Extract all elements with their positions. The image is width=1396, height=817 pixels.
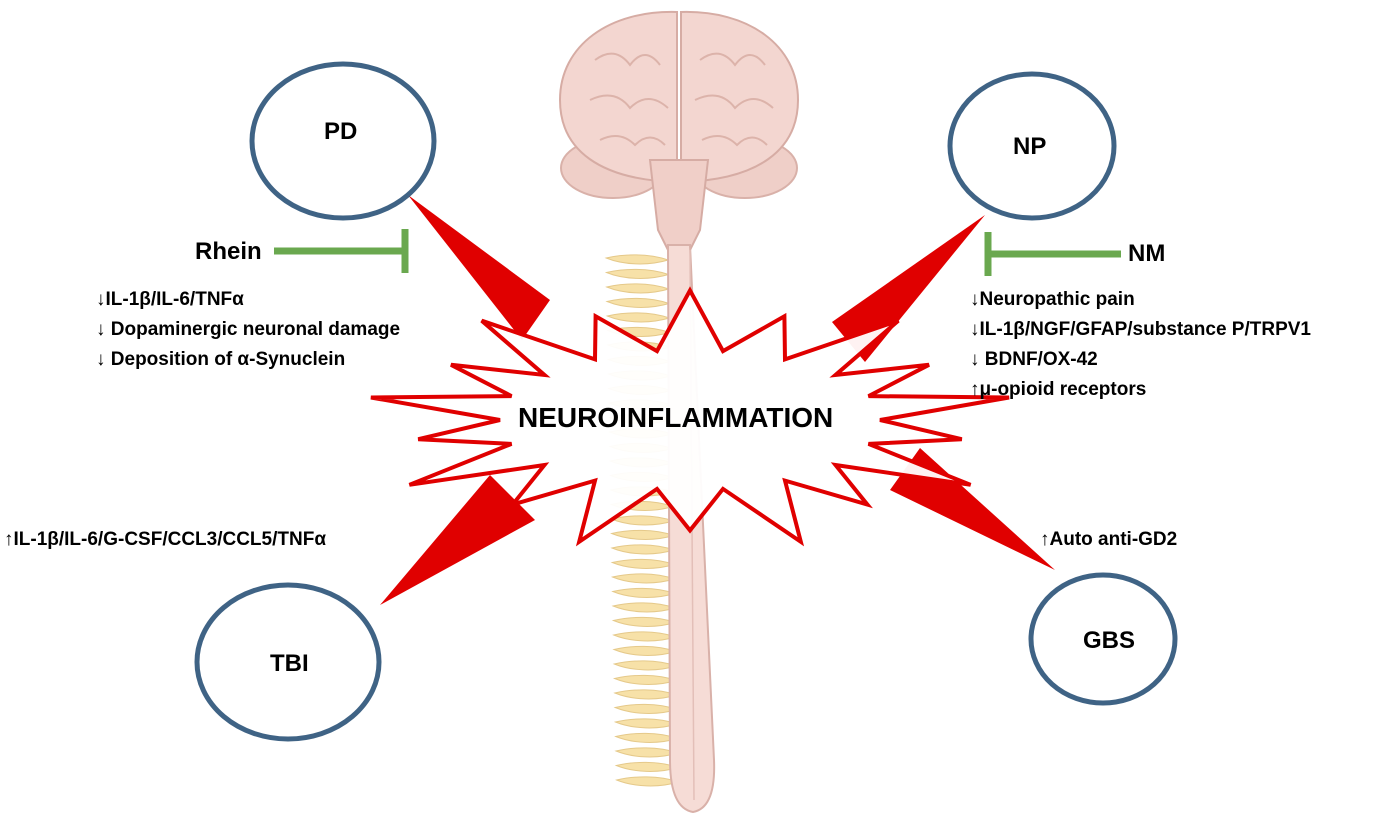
np-label: NP [1013,133,1047,160]
brain-illustration [558,10,800,251]
nerve-root-leaf [614,732,680,743]
pd-effect-item: ↓ Deposition of α-Synuclein [96,349,346,370]
gbs-effects-list: ↑Auto anti-GD2 [1040,525,1177,555]
np-node-ellipse [947,71,1117,221]
tbi-effect-item: ↑IL-1β/IL-6/G-CSF/CCL3/CCL5/TNFα [4,529,326,550]
nm-label: NM [1128,240,1166,267]
nerve-root-leaf [614,761,680,772]
rhein-label: Rhein [195,238,262,265]
pd-effect-item: ↓ Dopaminergic neuronal damage [96,319,401,340]
nerve-root-leaf [612,645,678,656]
nerve-root-leaf [611,602,677,613]
nerve-root-leaf [613,718,680,729]
arrow-np-to-center [832,215,985,362]
arrow-tbi-to-center [380,475,535,605]
gbs-effect-item: ↑Auto anti-GD2 [1040,529,1178,550]
np-effects-list: ↓Neuropathic pain ↓IL-1β/NGF/GFAP/substa… [970,285,1311,405]
np-effect-item: ↓ BDNF/OX-42 [970,349,1098,370]
arrow-pd-to-center [408,195,550,340]
center-label: NEUROINFLAMMATION [518,402,834,433]
pd-effects-list: ↓IL-1β/IL-6/TNFα ↓ Dopaminergic neuronal… [96,285,400,375]
gbs-label: GBS [1083,627,1136,654]
nerve-root-leaf [614,747,680,758]
nerve-root-leaf [612,660,678,671]
nm-inhibitor-line [984,232,1121,276]
rhein-inhibitor-line [274,229,409,273]
tbi-node-ellipse [194,582,382,742]
np-effect-item: ↓Neuropathic pain [970,289,1135,310]
pd-node-ellipse [249,61,437,221]
nerve-root-leaf [605,312,671,323]
nerve-root-leaf [610,558,676,569]
neuroinflammation-burst [370,286,1010,547]
nerve-root-leaf [609,515,676,526]
nerve-root-leaf [612,631,678,642]
gbs-node-ellipse [1028,572,1178,706]
nerve-root-leaf [610,544,676,555]
nerve-root-leaf [604,254,670,265]
nerve-root-leaf [610,529,676,540]
pd-label: PD [324,118,358,145]
nerve-root-leaf [610,573,677,584]
nerve-root-leaf [612,674,679,685]
tbi-effects-list: ↑IL-1β/IL-6/G-CSF/CCL3/CCL5/TNFα [4,525,326,555]
np-effect-item: ↓IL-1β/NGF/GFAP/substance P/TRPV1 [970,319,1311,340]
np-effect-item: ↑μ-opioid receptors [970,379,1147,400]
nerve-root-leaf [613,703,679,714]
nerve-root-leaf [613,689,679,700]
nerve-root-leaf [615,776,681,787]
pd-effect-item: ↓IL-1β/IL-6/TNFα [96,289,244,310]
nerve-root-leaf [605,297,671,308]
nerve-root-leaf [605,283,671,294]
nerve-root-leaf [611,587,677,598]
tbi-label: TBI [270,650,309,677]
nerve-root-leaf [604,268,671,279]
nerve-root-leaf [611,616,678,627]
